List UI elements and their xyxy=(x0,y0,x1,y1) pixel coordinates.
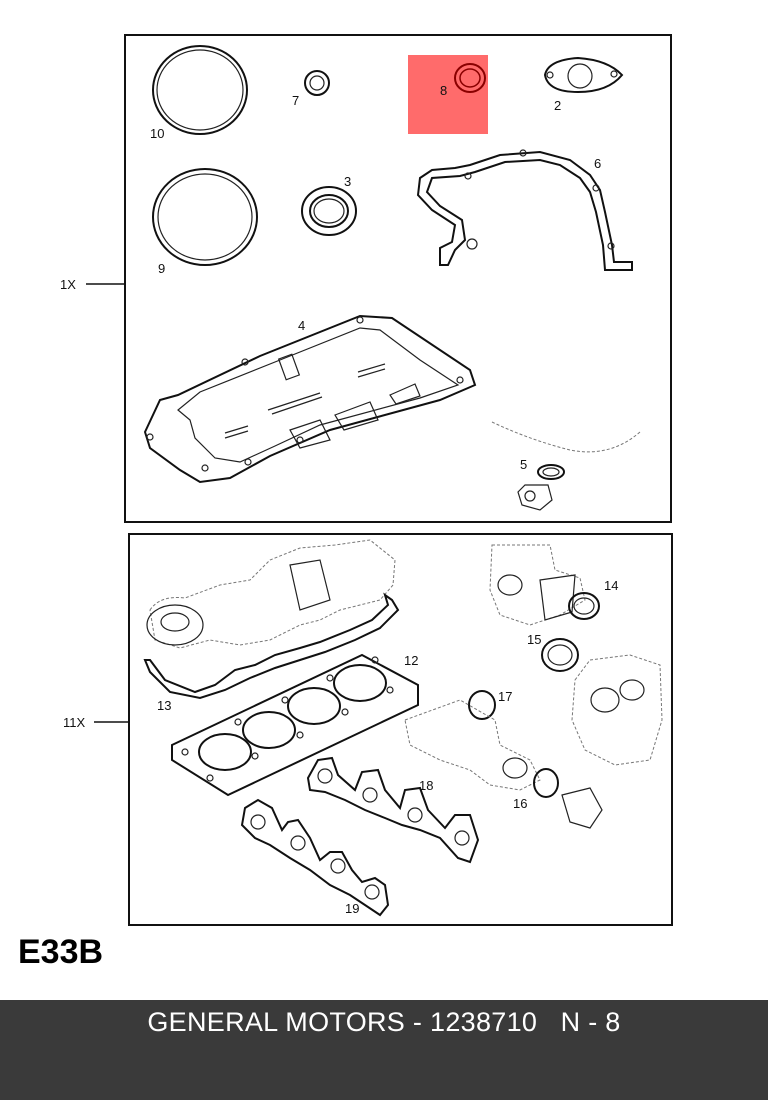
part-label-10: 10 xyxy=(150,126,164,141)
water-pump-sketch xyxy=(489,544,586,626)
part-4-oil-pan-gasket xyxy=(143,314,477,484)
part-7-ring xyxy=(304,70,330,96)
part-label-7: 7 xyxy=(292,93,299,108)
group-quantity-1x: 1X xyxy=(60,277,76,292)
part-9-ring xyxy=(152,168,258,266)
diagram-code: E33B xyxy=(18,933,103,971)
part-19-manifold-gasket xyxy=(240,798,390,917)
part-label-19: 19 xyxy=(345,901,359,916)
part-number-caption: GENERAL MOTORS - 1238710 N - 8 xyxy=(147,1006,621,1037)
part-12-head-gasket xyxy=(171,653,419,797)
part-label-13: 13 xyxy=(157,698,171,713)
part-13-valve-cover-gasket xyxy=(143,592,400,700)
part-6-timing-cover-gasket xyxy=(416,149,633,271)
part-label-14: 14 xyxy=(604,578,618,593)
part-label-9: 9 xyxy=(158,261,165,276)
part-label-16: 16 xyxy=(513,796,527,811)
part-label-12: 12 xyxy=(404,653,418,668)
engine-block-sketch xyxy=(571,654,663,766)
part-15-seal xyxy=(541,638,579,672)
upper-kit-frame xyxy=(124,34,672,523)
cylinder-head-sketch xyxy=(146,539,396,649)
part-label-2: 2 xyxy=(554,98,561,113)
part-14-seal xyxy=(568,592,600,620)
lower-kit-frame xyxy=(128,533,673,926)
part-8-ring xyxy=(454,63,486,93)
part-18-manifold-gasket xyxy=(306,756,480,864)
part-label-3: 3 xyxy=(344,174,351,189)
sensor-sketch xyxy=(561,787,603,829)
thermostat-housing-sketch xyxy=(404,699,541,791)
part-label-4: 4 xyxy=(298,318,305,333)
footer-bar: GENERAL MOTORS - 1238710 N - 8 xyxy=(0,1000,768,1100)
gasket-kit-diagram: 10 7 8 2 9 3 6 xyxy=(18,34,673,971)
part-label-5: 5 xyxy=(520,457,527,472)
group-quantity-11x: 11X xyxy=(63,715,85,730)
part-label-15: 15 xyxy=(527,632,541,647)
part-label-8: 8 xyxy=(440,83,447,98)
part-3-shaft-seal xyxy=(301,186,357,236)
part-17-ring xyxy=(468,690,496,720)
part-8-highlight xyxy=(408,55,488,134)
part-label-6: 6 xyxy=(594,156,601,171)
part-5-seal-and-sensor xyxy=(491,421,641,511)
part-label-17: 17 xyxy=(498,689,512,704)
part-2-flange-gasket xyxy=(543,56,624,94)
part-10-ring xyxy=(152,45,248,135)
part-label-18: 18 xyxy=(419,778,433,793)
part-16-ring xyxy=(533,768,559,798)
